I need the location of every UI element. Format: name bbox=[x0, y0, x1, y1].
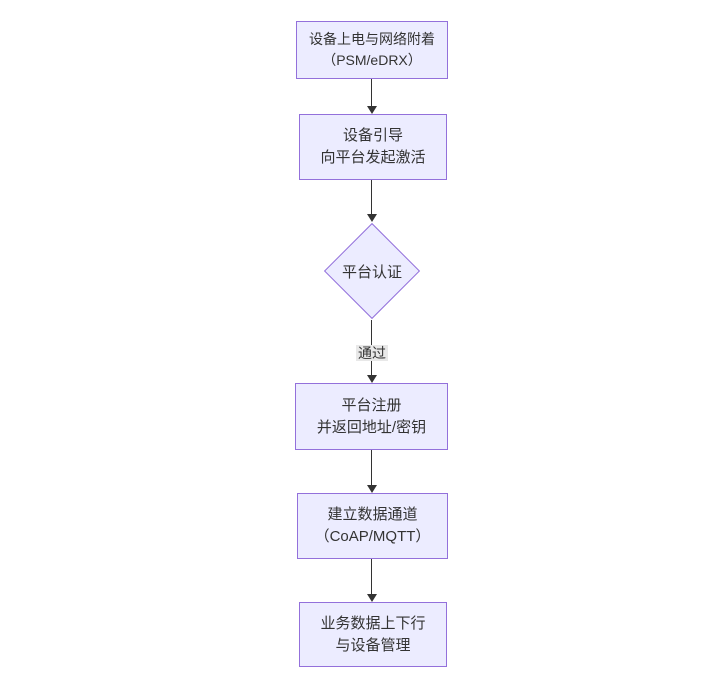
node-label-line: 设备引导 bbox=[342, 127, 403, 144]
flow-node-platform-register: 平台注册 并返回地址/密钥 bbox=[295, 383, 448, 450]
node-label-line: 与设备管理 bbox=[335, 636, 411, 654]
node-label-line: 并返回地址/密钥 bbox=[316, 418, 427, 436]
edge-arrowhead bbox=[367, 214, 377, 222]
edge-arrowhead bbox=[367, 594, 377, 602]
node-label-line: 向平台发起激活 bbox=[320, 149, 426, 166]
edge-line bbox=[371, 450, 372, 487]
edge-line bbox=[371, 79, 372, 108]
flow-node-business-data-mgmt: 业务数据上下行 与设备管理 bbox=[299, 602, 447, 667]
node-label-line: 设备上电与网络附着 bbox=[309, 31, 435, 47]
flow-node-device-bootstrap: 设备引导 向平台发起激活 bbox=[299, 114, 447, 180]
flow-node-platform-auth-decision: 平台认证 bbox=[323, 222, 421, 320]
node-label-line: 建立数据通道 bbox=[327, 506, 418, 523]
edge-arrowhead bbox=[367, 485, 377, 493]
node-label-line: （CoAP/MQTT） bbox=[314, 528, 431, 545]
node-label-line: （PSM/eDRX） bbox=[322, 52, 422, 68]
edge-line bbox=[371, 559, 372, 596]
node-label-line: 平台注册 bbox=[341, 396, 402, 414]
edge-arrowhead bbox=[367, 375, 377, 383]
node-label-line: 业务数据上下行 bbox=[320, 614, 426, 632]
flow-node-device-power-attach: 设备上电与网络附着 （PSM/eDRX） bbox=[296, 21, 448, 79]
edge-arrowhead bbox=[367, 106, 377, 114]
node-label-line: 平台认证 bbox=[341, 263, 402, 281]
flow-node-data-channel: 建立数据通道 （CoAP/MQTT） bbox=[297, 493, 448, 559]
edge-line bbox=[371, 180, 372, 216]
edge-label-pass: 通过 bbox=[356, 345, 388, 361]
